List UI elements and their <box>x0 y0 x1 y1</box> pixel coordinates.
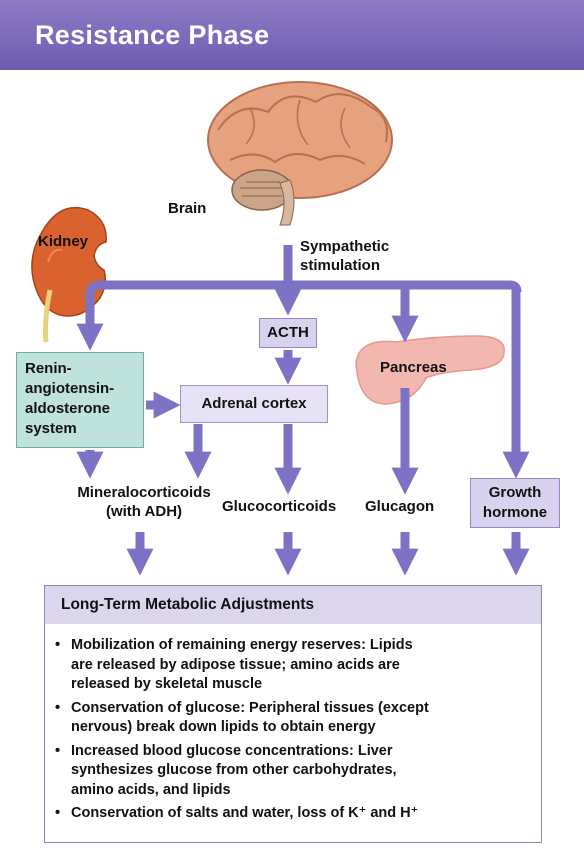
growth-hormone-box: Growth hormone <box>470 478 560 528</box>
kidney-illustration <box>31 206 107 343</box>
arrow-horizontal <box>100 280 522 293</box>
mineralocorticoids-label: Mineralocorticoids (with ADH) <box>58 483 230 521</box>
title-bar: Resistance Phase <box>0 0 584 70</box>
list-item: • Conservation of salts and water, loss … <box>55 804 535 824</box>
list-item: • Conservation of glucose: Peripheral ti… <box>55 699 535 738</box>
arrow-corner-left <box>85 280 101 296</box>
adjustments-list: • Mobilization of remaining energy reser… <box>55 636 535 828</box>
item-line: Increased blood glucose concentrations: … <box>71 742 393 759</box>
glucagon-label: Glucagon <box>365 498 435 515</box>
item-line: are released by adipose tissue; amino ac… <box>71 656 400 673</box>
renin-line1: Renin- <box>25 360 72 377</box>
panel-heading: Long-Term Metabolic Adjustments <box>45 586 541 624</box>
renin-angiotensin-box: Renin- angiotensin- aldosterone system <box>16 352 144 448</box>
bullet-icon: • <box>55 637 61 653</box>
sympathetic-label-line2: stimulation <box>300 257 381 274</box>
bullet-icon: • <box>55 805 61 821</box>
list-item: • Increased blood glucose concentrations… <box>55 742 535 801</box>
glucocorticoids-label: Glucocorticoids <box>222 498 337 515</box>
renin-line3: aldosterone <box>25 400 111 417</box>
growth-line1: Growth <box>488 484 542 501</box>
item-line: Conservation of salts and water, loss of… <box>71 805 419 821</box>
renin-line4: system <box>25 420 77 437</box>
kidney-label: Kidney <box>38 233 89 250</box>
acth-box: ACTH <box>259 318 317 348</box>
pancreas-label: Pancreas <box>380 359 447 376</box>
page-title: Resistance Phase <box>35 20 270 50</box>
item-line: amino acids, and lipids <box>71 781 231 798</box>
sympathetic-label-line1: Sympathetic <box>300 238 390 255</box>
item-line: Mobilization of remaining energy reserve… <box>71 637 413 653</box>
item-line: synthesizes glucose from other carbohydr… <box>71 762 397 778</box>
mineralocorticoids-line2: (with ADH) <box>105 503 183 520</box>
renin-line2: angiotensin- <box>25 380 115 397</box>
growth-line2: hormone <box>482 504 548 521</box>
bullet-icon: • <box>55 699 61 716</box>
brain-label: Brain <box>168 200 207 217</box>
item-line: nervous) break down lipids to obtain ene… <box>71 719 376 735</box>
mineralocorticoids-line1: Mineralocorticoids <box>77 484 211 501</box>
adrenal-cortex-box: Adrenal cortex <box>180 385 328 423</box>
bullet-icon: • <box>55 742 61 759</box>
metabolic-adjustments-panel: Long-Term Metabolic Adjustments • Mobili… <box>44 585 542 843</box>
item-line: Conservation of glucose: Peripheral tiss… <box>71 699 429 716</box>
item-line: released by skeletal muscle <box>71 676 263 692</box>
brain-illustration <box>207 81 393 226</box>
list-item: • Mobilization of remaining energy reser… <box>55 636 535 695</box>
